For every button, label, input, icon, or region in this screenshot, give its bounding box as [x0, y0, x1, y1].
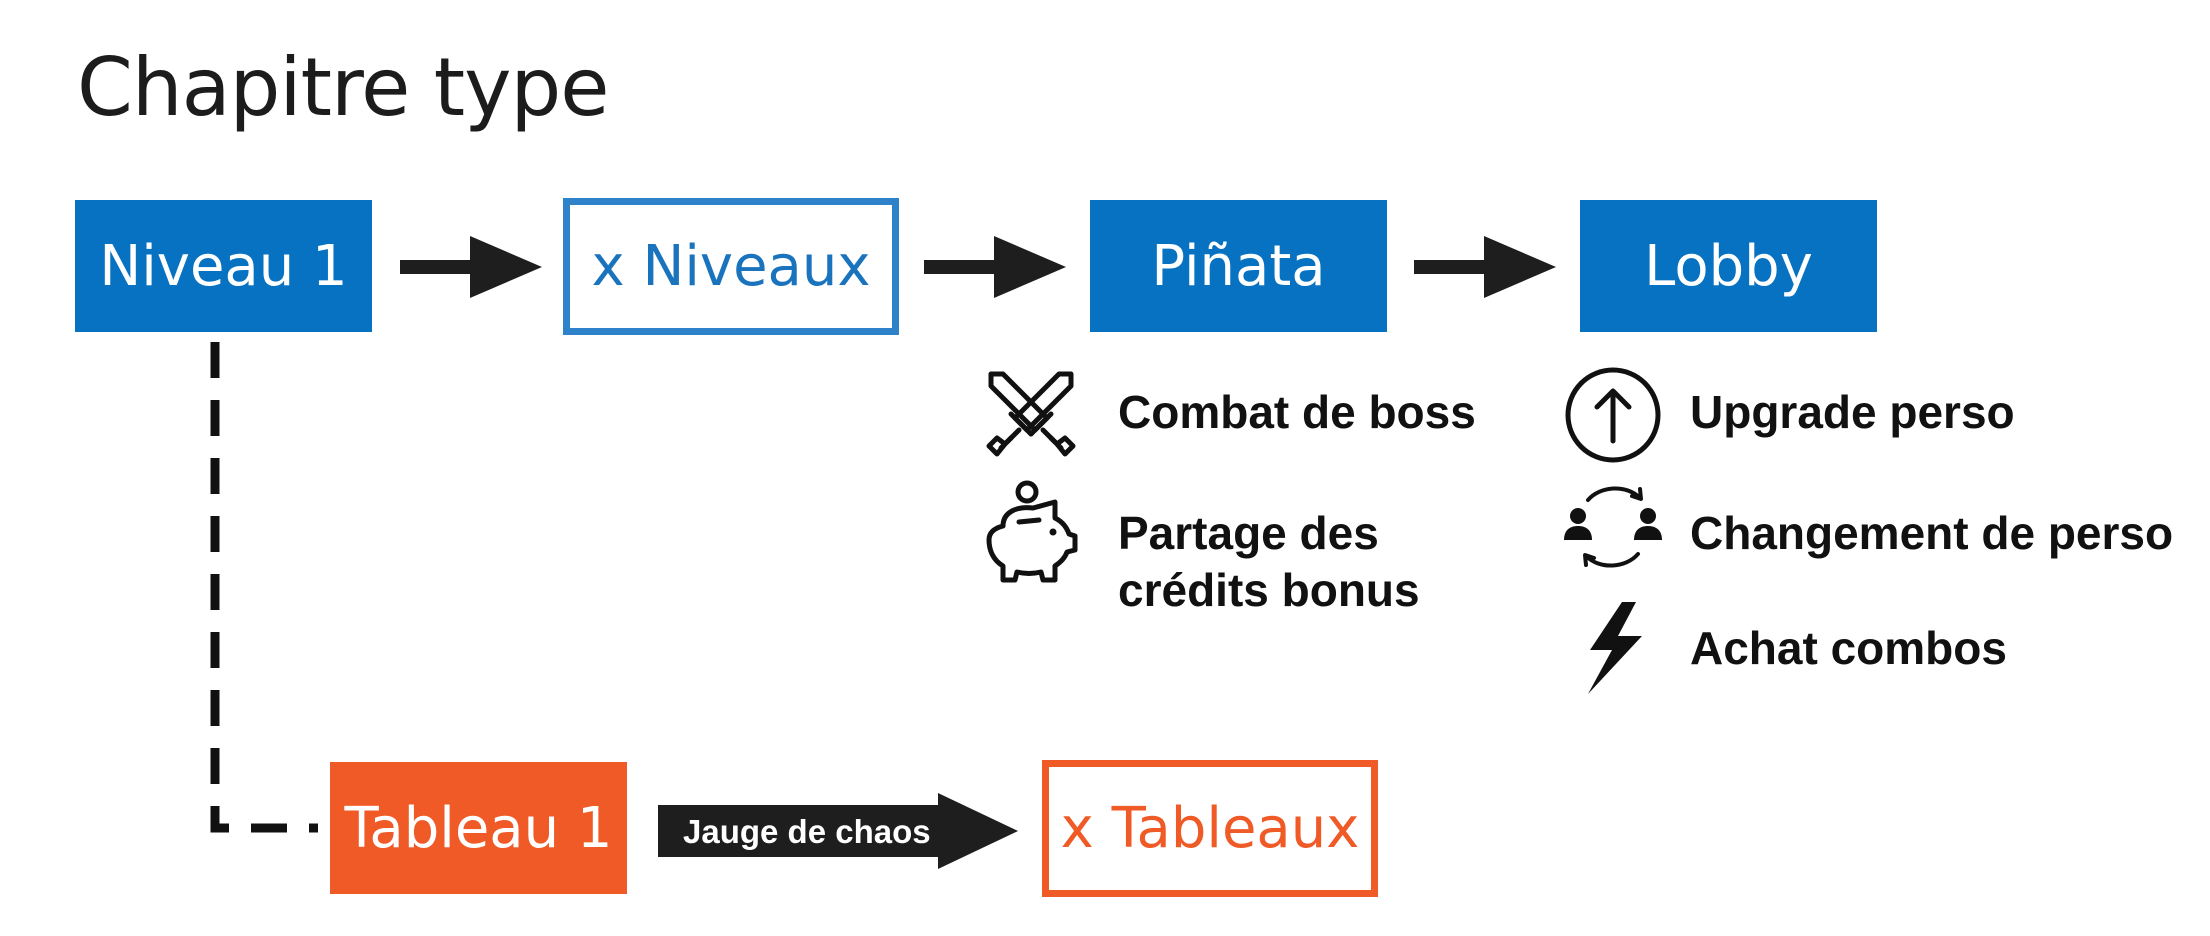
chaos-gauge-arrow [658, 793, 1018, 869]
chaos-gauge-label: Jauge de chaos [683, 813, 931, 850]
lightning-icon [1580, 600, 1650, 696]
arrow-niveau1-to-xniveaux [400, 236, 542, 298]
x-niveaux-box: x Niveaux [563, 198, 899, 335]
niveau-1-box: Niveau 1 [75, 200, 372, 332]
swap-people-icon [1560, 478, 1666, 574]
tableau-1-box: Tableau 1 [330, 762, 627, 894]
upgrade-perso-label: Upgrade perso [1690, 386, 2015, 438]
pinata-box: Piñata [1090, 200, 1387, 332]
partage-credits-label-line1: Partage des [1118, 507, 1379, 559]
arrow-pinata-to-lobby [1414, 236, 1556, 298]
changement-de-perso-label: Changement de perso [1690, 507, 2174, 559]
x-tableaux-box: x Tableaux [1042, 760, 1378, 897]
arrow-xniveaux-to-pinata [924, 236, 1066, 298]
upgrade-arrow-icon [1563, 365, 1663, 465]
lobby-box: Lobby [1580, 200, 1877, 332]
crossed-swords-icon [985, 368, 1077, 464]
achat-combos-label: Achat combos [1690, 622, 2007, 674]
piggy-bank-icon [983, 480, 1079, 586]
partage-credits-label-line2: crédits bonus [1118, 564, 1420, 616]
combat-de-boss-label: Combat de boss [1118, 386, 1476, 438]
dashed-connector [210, 342, 318, 833]
page-title: Chapitre type [77, 41, 609, 134]
